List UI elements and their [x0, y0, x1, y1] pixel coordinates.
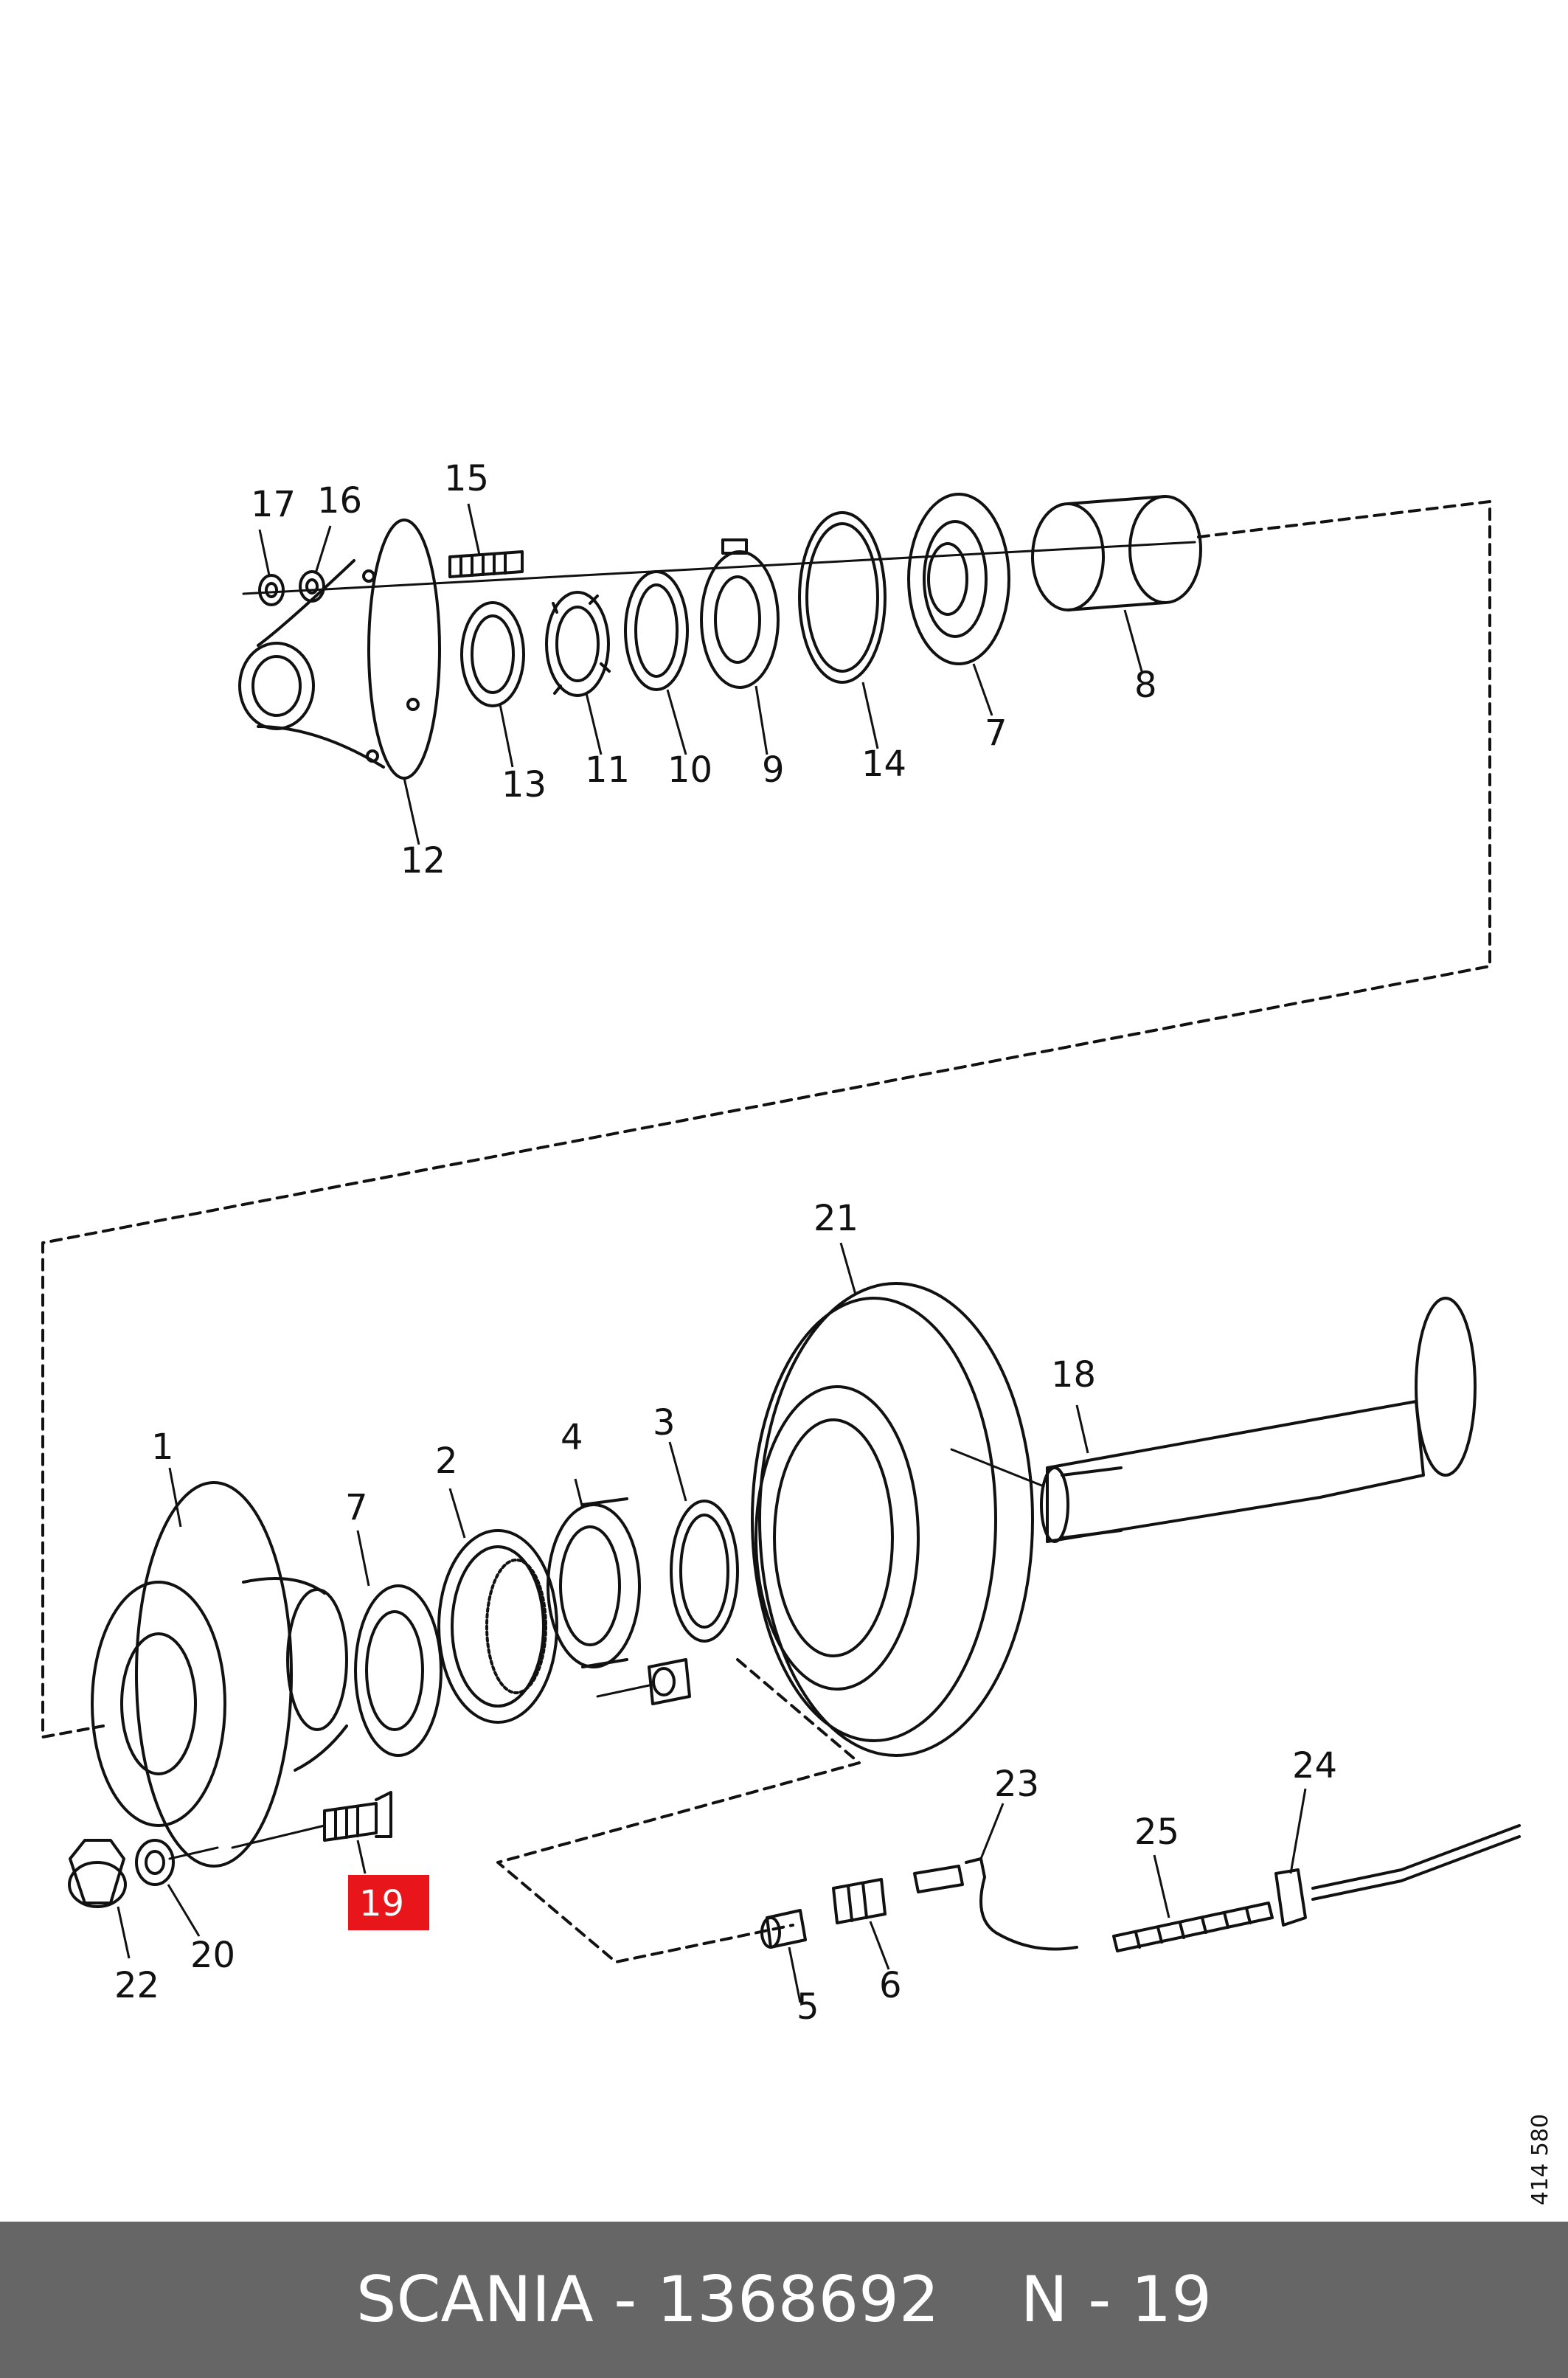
part-5-bush — [760, 1909, 807, 1949]
part-3-seal — [670, 1500, 739, 1643]
callout-21: 21 — [814, 1198, 858, 1239]
part-13-seal — [460, 601, 525, 707]
footer-position: N - 19 — [1020, 2263, 1213, 2337]
dashed-connector-top — [41, 500, 1491, 1739]
callout-19-highlighted: 19 — [359, 1883, 404, 1924]
callout-22: 22 — [114, 1965, 159, 2006]
part-9-lockwasher — [700, 538, 780, 689]
callout-23: 23 — [994, 1764, 1039, 1805]
part-14-ring — [798, 511, 887, 684]
part-1-hub — [91, 1481, 348, 1868]
callout-24: 24 — [1292, 1745, 1337, 1786]
footer-bar: SCANIA - 1368692 N - 19 — [0, 2222, 1568, 2378]
part-23-abs-sensor — [913, 1857, 1078, 1951]
callout-leaders — [117, 503, 1307, 2003]
callout-20: 20 — [190, 1935, 235, 1976]
callout-14: 14 — [861, 743, 906, 785]
callout-16: 16 — [317, 480, 362, 521]
callout-18: 18 — [1051, 1354, 1096, 1396]
part-24-clip — [1274, 1824, 1521, 1927]
part-7-bearing-bottom — [354, 1584, 443, 1757]
callout-4: 4 — [561, 1417, 583, 1458]
part-10-washer — [624, 570, 689, 691]
callout-15: 15 — [444, 458, 489, 499]
part-21-brake-disc — [751, 1282, 1034, 1757]
dashed-connector-bottom — [496, 1658, 861, 1963]
footer-title: SCANIA - 1368692 — [355, 2263, 940, 2337]
callout-3: 3 — [653, 1402, 676, 1443]
callout-7-top: 7 — [985, 713, 1007, 754]
axis-line-stud — [231, 1824, 326, 1849]
part-7-bearing-top — [907, 493, 1010, 665]
part-19-wheel-stud — [323, 1791, 392, 1842]
part-15-stud — [448, 550, 524, 578]
part-22-wheel-nut — [68, 1839, 127, 1908]
part-17-nut — [258, 574, 285, 606]
callout-labels: 17 16 15 13 11 10 9 14 7 8 12 21 18 1 2 … — [114, 458, 1337, 2028]
part-20-nut — [135, 1839, 175, 1886]
highlight-box-19 — [348, 1875, 429, 1930]
callout-10: 10 — [667, 749, 712, 791]
part-12-hub — [238, 519, 441, 780]
callout-25: 25 — [1134, 1812, 1179, 1853]
axis-line-bottom-right — [950, 1448, 1045, 1488]
callout-8: 8 — [1134, 665, 1157, 706]
diagram-canvas: 17 16 15 13 11 10 9 14 7 8 12 21 18 1 2 … — [41, 458, 1553, 2205]
callout-7-bottom: 7 — [345, 1487, 368, 1528]
axis-line-top — [242, 541, 1196, 595]
callout-17: 17 — [251, 484, 296, 525]
part-18-axle-shaft — [1040, 1297, 1477, 1543]
callout-9: 9 — [762, 749, 785, 791]
callout-2: 2 — [435, 1441, 458, 1482]
callout-6: 6 — [879, 1965, 902, 2006]
callout-12: 12 — [400, 840, 445, 881]
part-6-sleeve — [832, 1878, 887, 1924]
callout-5: 5 — [797, 1986, 819, 2028]
exploded-parts-diagram: 17 16 15 13 11 10 9 14 7 8 12 21 18 1 2 … — [41, 458, 1553, 2205]
part-25-cable-guard — [1112, 1902, 1274, 1952]
drawing-number: 414 580 — [1527, 2114, 1553, 2205]
part-8-sleeve — [1031, 495, 1202, 611]
part-2-abs-ring — [437, 1529, 558, 1724]
part-11-locknut — [545, 591, 611, 697]
part-16-nut — [299, 570, 325, 603]
callout-1: 1 — [151, 1427, 174, 1468]
part-4-bearing-cup — [547, 1497, 641, 1668]
callout-13: 13 — [502, 764, 547, 805]
axis-line-nut — [168, 1846, 219, 1860]
callout-11: 11 — [585, 749, 630, 791]
part-sensor-bush — [596, 1658, 691, 1705]
